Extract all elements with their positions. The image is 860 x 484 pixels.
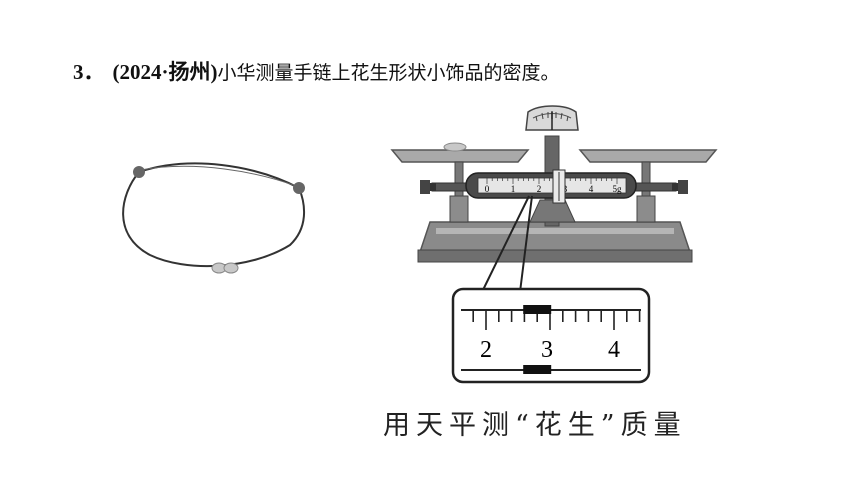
magnified-label-3: 3: [541, 337, 553, 363]
magnified-rider-top: [523, 305, 552, 314]
beam-scale: 0 1 2 3 4 5g: [465, 169, 637, 204]
magnified-scale: 2 3 4: [451, 287, 651, 384]
bead-left-icon: [133, 166, 145, 178]
question-number: 3．: [73, 60, 105, 84]
balance-nut-right-icon: [672, 180, 688, 194]
magnifier-line-right: [519, 195, 533, 293]
beam-tick-label-2: 2: [537, 184, 542, 194]
right-pan: [578, 149, 718, 223]
left-pan: [390, 142, 530, 223]
magnified-label-2: 2: [480, 337, 492, 363]
bead-right-icon: [293, 182, 305, 194]
bracelet-with-peanut-icon: [122, 162, 306, 274]
beam-balance-icon: 0 1 2 3 4 5g: [390, 105, 718, 293]
pointer-dial-icon: [525, 105, 579, 131]
beam-tick-label-1: 1: [511, 184, 516, 194]
beam-tick-label-0: 0: [485, 184, 490, 194]
figure-caption: 用天平测“花生”质量: [383, 410, 687, 441]
question-header: 3． (2024·扬州)小华测量手链上花生形状小饰品的密度。: [73, 56, 560, 86]
beam-tick-label-4: 4: [589, 184, 594, 194]
magnifier-line-left: [481, 195, 530, 293]
question-source: (2024·扬州): [112, 60, 218, 84]
magnified-label-4: 4: [608, 337, 620, 363]
peanut-icon: [211, 262, 239, 274]
balance-nut-left-icon: [420, 180, 436, 194]
magnified-rider-bottom: [523, 365, 552, 374]
magnified-scale-ticks: [472, 310, 641, 330]
beam-tick-label-5: 5g: [613, 184, 623, 194]
peanut-on-pan-icon: [443, 142, 467, 152]
question-stem: 小华测量手链上花生形状小饰品的密度。: [217, 62, 560, 84]
